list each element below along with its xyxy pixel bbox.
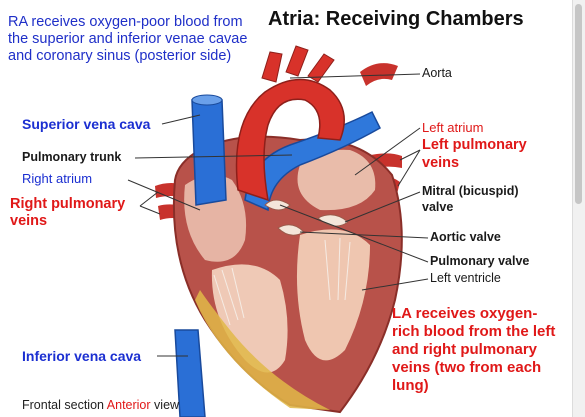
label-pulmonary-trunk: Pulmonary trunk — [22, 150, 122, 164]
label-right-atrium: Right atrium — [22, 171, 93, 186]
label-mitral-valve-line1: Mitral (bicuspid) — [422, 184, 519, 198]
inferior-vena-cava — [174, 329, 206, 417]
aorta — [235, 78, 345, 202]
label-right-pulmonary-veins-line1: Right pulmonary — [10, 196, 126, 212]
left-ventricle-chamber — [296, 229, 370, 361]
label-pulmonary-valve: Pulmonary valve — [430, 254, 530, 268]
left-atrium-chamber — [297, 149, 376, 211]
left-atrium-note: LA receives oxygen-rich blood from the l… — [392, 305, 556, 394]
vertical-scrollbar[interactable] — [572, 0, 585, 417]
leader-lines — [127, 73, 429, 357]
right-ventricle-chamber — [211, 264, 288, 373]
right-atrium-note: RA receives oxygen-poor blood from the s… — [8, 14, 248, 64]
figure-caption: Frontal section Anterior view — [22, 398, 179, 412]
pulmonary-trunk — [244, 110, 381, 212]
label-mitral-valve-line2: valve — [422, 200, 454, 214]
label-aortic-valve: Aortic valve — [430, 230, 501, 244]
label-left-ventricle: Left ventricle — [430, 271, 501, 285]
label-superior-vena-cava: Superior vena cava — [22, 116, 151, 132]
label-right-pulmonary-veins-line2: veins — [10, 213, 48, 229]
label-aorta: Aorta — [422, 66, 452, 80]
valves — [264, 199, 349, 236]
label-left-pulmonary-veins-line2: veins — [422, 155, 460, 171]
scrollbar-thumb[interactable] — [575, 4, 582, 204]
label-left-atrium: Left atrium — [422, 120, 484, 135]
caption-suffix: view — [154, 398, 180, 412]
label-left-pulmonary-veins-line1: Left pulmonary — [422, 137, 527, 153]
label-inferior-vena-cava: Inferior vena cava — [22, 348, 142, 364]
caption-highlight: Anterior — [106, 398, 151, 412]
slide-title: Atria: Receiving Chambers — [268, 8, 524, 30]
caption-prefix: Frontal section — [22, 398, 104, 412]
